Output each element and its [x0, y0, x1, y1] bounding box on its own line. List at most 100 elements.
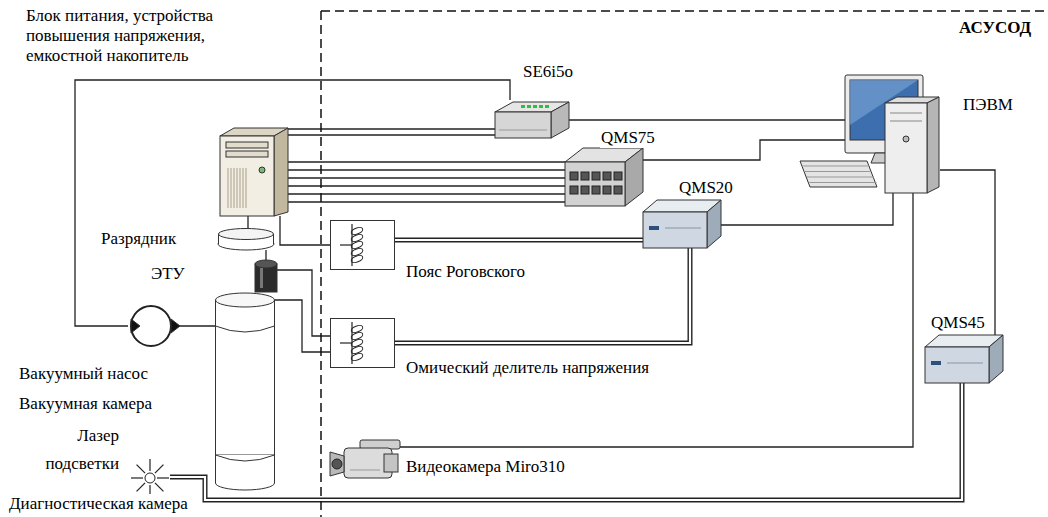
device-node: ЭТУ: [255, 260, 277, 292]
shape-face: [885, 103, 927, 193]
status-light: [539, 105, 543, 108]
shape-face: [220, 136, 274, 216]
vent-line: [228, 168, 229, 208]
cable-connector: [643, 140, 845, 160]
wire: [288, 177, 565, 178]
cable-connector: [170, 383, 962, 500]
device-icon: [925, 335, 1003, 383]
cable-connector: [288, 129, 495, 135]
port: [614, 172, 622, 180]
wire: [288, 169, 565, 170]
cable-inner: [395, 239, 643, 241]
vent-line: [240, 168, 241, 208]
wire: [288, 185, 565, 186]
shape-face: [800, 161, 877, 187]
system-region: АСУСОДSE6i5oQMS75QMS20ПЭВМПояс Роговског…: [320, 10, 1048, 517]
cable-connector: [395, 248, 690, 343]
vent-line: [234, 168, 235, 208]
shape-face: [707, 200, 721, 248]
device-label: QMS20: [678, 178, 734, 198]
section-line: [216, 326, 275, 332]
port: [603, 186, 611, 194]
detail-line: [890, 113, 922, 114]
indicator: [931, 361, 941, 365]
shape-face: [274, 128, 288, 216]
shape-face: [216, 293, 275, 307]
vent-line: [231, 168, 232, 208]
laser-ray: [155, 483, 163, 491]
port: [570, 172, 578, 180]
vent-line: [237, 168, 238, 208]
device-node: QMS45: [925, 335, 1003, 383]
wire: [247, 216, 248, 228]
vent-line: [243, 168, 244, 208]
cable-inner: [395, 248, 690, 343]
device-icon: [220, 128, 288, 216]
device-node: ПЭВМ: [845, 75, 940, 193]
laser-ray: [155, 465, 163, 473]
wire: [940, 170, 995, 335]
laser-ray: [149, 459, 150, 471]
device-label: Вакуумная камера: [18, 394, 153, 414]
region-border: [320, 11, 322, 517]
device-label: ЭТУ: [150, 264, 186, 284]
device-node: Вакуумный насос: [128, 303, 174, 349]
cable-connector: [75, 80, 510, 326]
coil-winding: [350, 254, 363, 264]
detail-line: [947, 363, 983, 364]
port: [581, 186, 589, 194]
device-label: QMS45: [930, 313, 986, 333]
power-button: [259, 167, 265, 173]
device-label: Пояс Роговского: [405, 262, 526, 282]
shape-face: [171, 319, 180, 333]
laser-source: [145, 473, 155, 483]
cable-connector: [288, 162, 565, 202]
indicator: [649, 226, 659, 230]
cable-connector: [569, 120, 845, 121]
device-icon: [643, 200, 721, 248]
laser-ray: [137, 465, 145, 473]
wire: [288, 134, 495, 135]
device-icon: [255, 260, 277, 292]
wire: [280, 216, 330, 245]
device-node: QMS20: [643, 200, 721, 248]
device-node: Лазер подсветки: [130, 458, 170, 498]
device-node: Омический делитель напряжения: [330, 318, 395, 368]
laser-ray: [131, 477, 143, 478]
cable-connector: [400, 193, 913, 447]
device-label: Видеокамера Miro310: [405, 457, 566, 477]
detail-line: [350, 470, 380, 471]
cable-outer: [395, 238, 643, 243]
key-row: [807, 177, 874, 178]
status-light: [521, 105, 525, 108]
device-node: QMS75: [565, 148, 643, 206]
detail-line: [274, 455, 275, 483]
port: [592, 172, 600, 180]
vent-line: [246, 168, 247, 208]
wire: [75, 80, 510, 326]
coil-winding: [350, 352, 363, 362]
detail-line: [340, 342, 352, 343]
wire: [643, 140, 845, 160]
wire: [569, 119, 845, 120]
shape-face: [255, 260, 277, 268]
wire: [400, 193, 913, 447]
shape-face: [625, 148, 643, 206]
status-light: [533, 105, 537, 108]
device-label: Омический делитель напряжения: [405, 358, 650, 378]
shape-face: [331, 221, 395, 270]
region-border: [321, 10, 1048, 12]
highlight: [260, 268, 263, 288]
wire: [288, 201, 565, 202]
shape-face: [925, 347, 989, 383]
shape-face: [643, 212, 707, 248]
laser-ray: [137, 483, 145, 491]
cable-connector: [248, 216, 249, 228]
device-node: Вакуумная камера: [215, 292, 275, 455]
device-node: Диагностическая камера: [215, 455, 275, 490]
cable-connector: [280, 216, 330, 245]
port: [570, 186, 578, 194]
cable-connector: [395, 240, 643, 241]
device-icon: [330, 318, 395, 368]
